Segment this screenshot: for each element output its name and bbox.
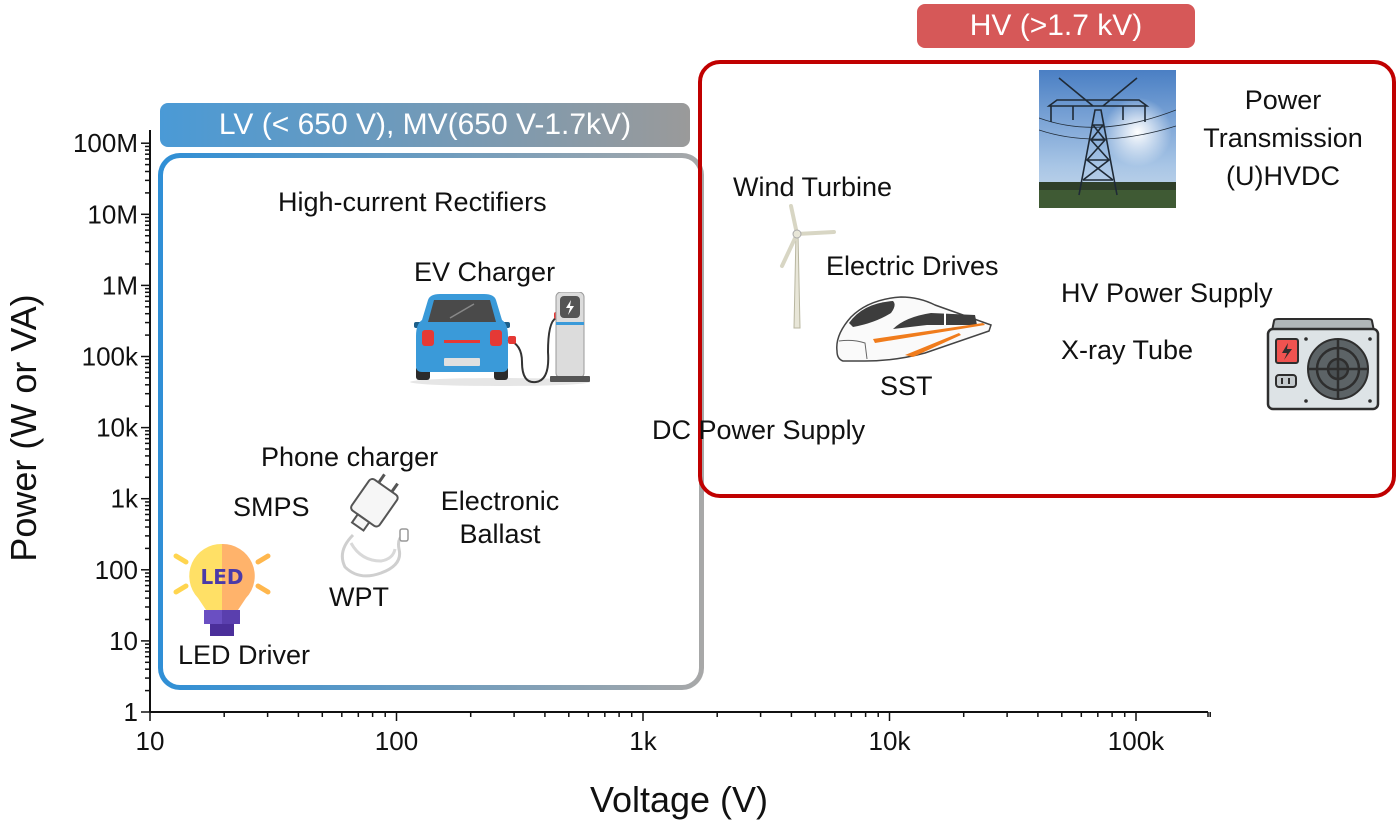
- label-smps: SMPS: [233, 492, 310, 522]
- y-tick-label: 10M: [87, 199, 138, 229]
- y-axis-title: Power (W or VA): [3, 294, 44, 561]
- wind-turbine-icon: [780, 204, 836, 329]
- label-dc-power-supply: DC Power Supply: [652, 415, 866, 445]
- label-ev-charger: EV Charger: [414, 257, 556, 287]
- lv-mv-region-box: [158, 153, 704, 690]
- led-bulb-icon: LED: [173, 543, 271, 636]
- label-uhvdc: (U)HVDC: [1226, 161, 1340, 191]
- power-supply-unit-icon: [1266, 318, 1380, 411]
- label-phone-charger: Phone charger: [261, 442, 439, 472]
- label-electric-drives: Electric Drives: [826, 251, 999, 281]
- y-tick-label: 100: [95, 555, 138, 585]
- y-tick-label: 10k: [96, 413, 139, 443]
- x-tick-label: 100k: [1108, 726, 1165, 756]
- label-led-driver: LED Driver: [178, 640, 311, 670]
- x-tick-label: 1k: [629, 726, 657, 756]
- label-hv-power-supply: HV Power Supply: [1061, 278, 1273, 308]
- phone-charger-icon: [340, 473, 409, 578]
- x-tick-label: 100: [375, 726, 418, 756]
- label-ballast: Ballast: [459, 518, 541, 549]
- y-axis: 1 10 100 1k 10k 100k 1M 10M 100M: [73, 128, 151, 727]
- train-icon: [836, 296, 992, 362]
- label-high-current-rectifiers: High-current Rectifiers: [278, 187, 547, 217]
- ev-charger-icon: [410, 292, 590, 386]
- y-tick-label: 100M: [73, 128, 138, 158]
- label-electronic-ballast: Electronic Ballast: [420, 486, 580, 549]
- x-tick-label: 10: [136, 726, 165, 756]
- x-axis-title: Voltage (V): [590, 779, 768, 820]
- y-tick-label: 1M: [102, 270, 138, 300]
- hv-region-box: [698, 60, 1396, 498]
- label-xray-tube: X-ray Tube: [1061, 335, 1194, 365]
- label-power-transmission: Power Transmission (U)HVDC: [1178, 81, 1388, 195]
- y-tick-label: 10: [109, 626, 138, 656]
- y-tick-label: 1: [124, 697, 138, 727]
- transmission-tower-photo: [1039, 70, 1176, 208]
- hv-banner: HV (>1.7 kV): [917, 4, 1195, 48]
- led-text: LED: [200, 565, 243, 589]
- y-tick-label: 100k: [82, 342, 139, 372]
- lv-mv-banner: LV (< 650 V), MV(650 V-1.7kV): [160, 103, 690, 147]
- x-tick-label: 10k: [869, 726, 912, 756]
- label-sst: SST: [880, 371, 933, 401]
- label-wpt: WPT: [329, 582, 389, 612]
- label-wind-turbine: Wind Turbine: [733, 172, 893, 202]
- x-axis: 10 100 1k 10k 100k: [136, 711, 1211, 756]
- label-transmission: Transmission: [1203, 123, 1363, 153]
- label-electronic: Electronic: [440, 486, 560, 516]
- label-power: Power: [1244, 85, 1322, 115]
- y-tick-label: 1k: [111, 484, 139, 514]
